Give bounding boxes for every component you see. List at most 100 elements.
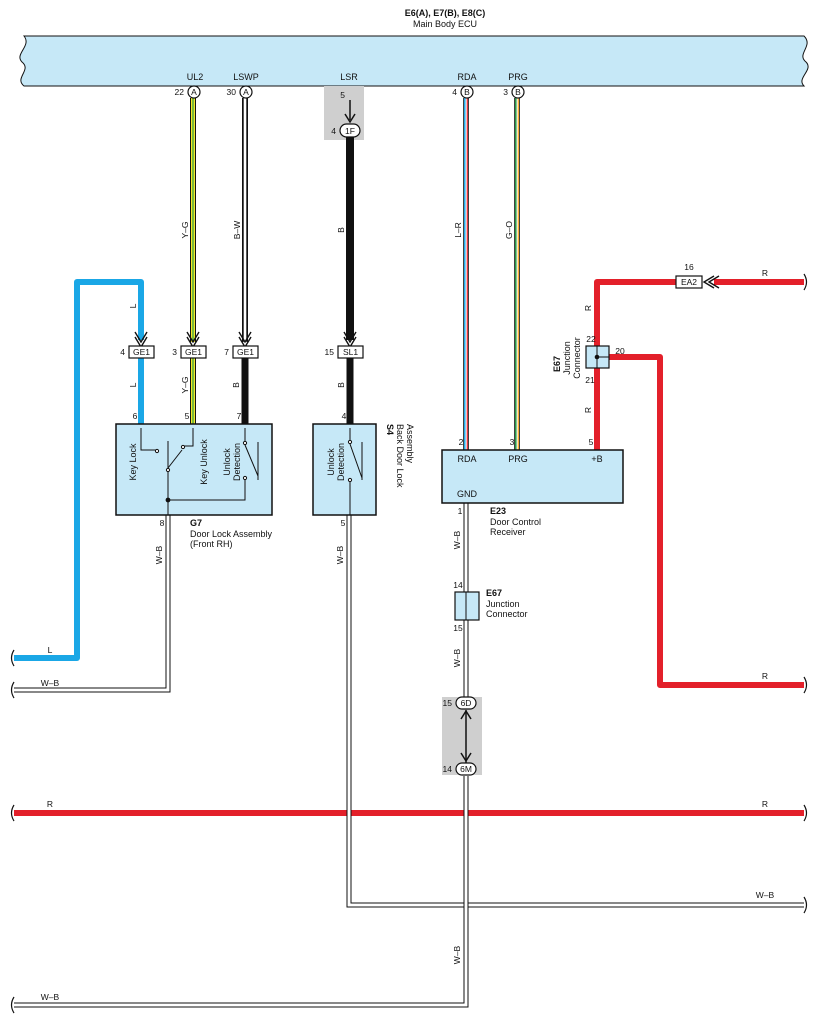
label-wb-e67: W–B	[452, 648, 462, 667]
wire-l-r	[463, 98, 469, 450]
connector-sl1-pin: 15	[325, 347, 335, 357]
connector-6d: 6D 15	[443, 696, 477, 720]
wire-w-b	[14, 503, 804, 1008]
label-wb-bottom-v: W–B	[452, 945, 462, 964]
e67-top-pin-22: 22	[586, 334, 596, 344]
s4-name-1: Back Door Lock	[395, 424, 405, 488]
g7-pin-6: 6	[133, 411, 138, 421]
label-wb-left: W–B	[41, 678, 60, 688]
e67-top-pin-20: 20	[615, 346, 625, 356]
e67-top-name-2: Connector	[572, 337, 582, 379]
ecu-name: Main Body ECU	[413, 19, 477, 29]
wire-l-blue	[14, 279, 144, 661]
g7-pin-5: 5	[185, 411, 190, 421]
label-go: G–O	[504, 221, 514, 239]
ecu-conn-rda: B	[464, 87, 470, 97]
component-e67-top: 22 20 21 E67 Junction Connector	[552, 334, 625, 385]
terminal-prg: PRG	[508, 72, 528, 82]
s4-code: S4	[385, 424, 395, 435]
g7-code: G7	[190, 518, 202, 528]
ecu-conn-ul2: A	[191, 87, 197, 97]
component-g7: 6 5 7 8 Key Lock Key Unlock Unlock Detec…	[115, 411, 273, 549]
main-body-ecu: E6(A), E7(B), E8(C) Main Body ECU UL2 LS…	[19, 8, 809, 87]
e23-name-2: Receiver	[490, 527, 526, 537]
component-e67-mid: 14 15 E67 Junction Connector	[453, 580, 527, 633]
component-s4: 4 5 Unlock Detection S4 Back Door Lock A…	[312, 411, 415, 528]
label-l-mid: L	[128, 382, 138, 387]
ecu-pin-rda: 4	[452, 87, 457, 97]
connector-ea2-label: EA2	[681, 277, 697, 287]
e67-top-pin-21: 21	[585, 375, 595, 385]
e67-mid-name-1: Junction	[486, 599, 520, 609]
ecu-code: E6(A), E7(B), E8(C)	[405, 8, 486, 18]
label-b-lsr-mid: B	[336, 382, 346, 388]
label-r-down1: R	[583, 305, 593, 311]
label-yg-mid: Y–G	[180, 376, 190, 393]
g7-name-1: Door Lock Assembly	[190, 529, 273, 539]
label-wb-bottom: W–B	[41, 992, 60, 1002]
label-r-ea2: R	[762, 268, 768, 278]
ecu-conn-lswp: A	[243, 87, 249, 97]
label-bw-top: B–W	[232, 221, 242, 239]
wire-break-marks	[10, 273, 808, 1014]
connector-6m: 6M 14	[443, 752, 477, 776]
e23-term-gnd: GND	[457, 489, 478, 499]
label-r-bus-left: R	[47, 799, 53, 809]
g7-unlock-det-2: Detection	[232, 443, 242, 481]
terminal-lsr: LSR	[340, 72, 358, 82]
connector-ge1-b-label: GE1	[185, 347, 202, 357]
label-l-left: L	[48, 645, 53, 655]
label-wb-right: W–B	[756, 890, 775, 900]
e67-top-name-1: Junction	[562, 341, 572, 375]
ecu-pin-prg: 3	[503, 87, 508, 97]
e23-pin-3: 3	[510, 437, 515, 447]
label-r-right: R	[762, 671, 768, 681]
connector-6m-label: 6M	[460, 764, 472, 774]
e23-term-prg: PRG	[508, 454, 528, 464]
ecu-pin-ul2: 22	[175, 87, 185, 97]
g7-pin-7: 7	[237, 411, 242, 421]
s4-unlock-det-2: Detection	[336, 443, 346, 481]
terminal-rda: RDA	[457, 72, 476, 82]
connector-1f-pin: 4	[331, 126, 336, 136]
g7-pin-8: 8	[160, 518, 165, 528]
label-lr: L–R	[453, 222, 463, 238]
connector-6d-label: 6D	[461, 698, 472, 708]
wire-r-red	[14, 279, 804, 816]
e23-term-rda: RDA	[457, 454, 476, 464]
g7-name-2: (Front RH)	[190, 539, 233, 549]
connector-ge1-b-pin: 3	[172, 347, 177, 357]
connector-1f-label: 1F	[345, 126, 355, 136]
label-wb-g7: W–B	[154, 545, 164, 564]
e67-mid-pin-14: 14	[453, 580, 463, 590]
g7-key-unlock: Key Unlock	[199, 439, 209, 485]
s4-pin-4: 4	[342, 411, 347, 421]
s4-pin-5: 5	[341, 518, 346, 528]
s4-name-2: Assembly	[405, 424, 415, 464]
e67-top-code: E67	[552, 356, 562, 372]
ecu-pin-lsr: 5	[340, 90, 345, 100]
g7-key-lock: Key Lock	[128, 443, 138, 481]
label-r-bus-right: R	[762, 799, 768, 809]
connector-6m-pin: 14	[443, 764, 453, 774]
label-b-ge1c: B	[231, 382, 241, 388]
e23-name-1: Door Control	[490, 517, 541, 527]
g7-unlock-det-1: Unlock	[222, 448, 232, 476]
s4-unlock-det-1: Unlock	[326, 448, 336, 476]
connector-ge1-b: GE1 3	[172, 331, 207, 359]
label-yg-top: Y–G	[180, 221, 190, 238]
e23-pin-2: 2	[459, 437, 464, 447]
connector-ge1-c-label: GE1	[237, 347, 254, 357]
shade-6d-6m	[442, 697, 482, 775]
e67-mid-name-2: Connector	[486, 609, 528, 619]
connector-ge1-a-label: GE1	[133, 347, 150, 357]
connector-ge1-c: GE1 7	[224, 331, 259, 359]
connector-ge1-a: GE1 4	[120, 331, 155, 359]
label-b-lsr-top: B	[336, 227, 346, 233]
e23-code: E23	[490, 506, 506, 516]
connector-6d-pin: 15	[443, 698, 453, 708]
label-l-top: L	[128, 303, 138, 308]
connector-sl1-label: SL1	[343, 347, 358, 357]
terminal-lswp: LSWP	[233, 72, 259, 82]
